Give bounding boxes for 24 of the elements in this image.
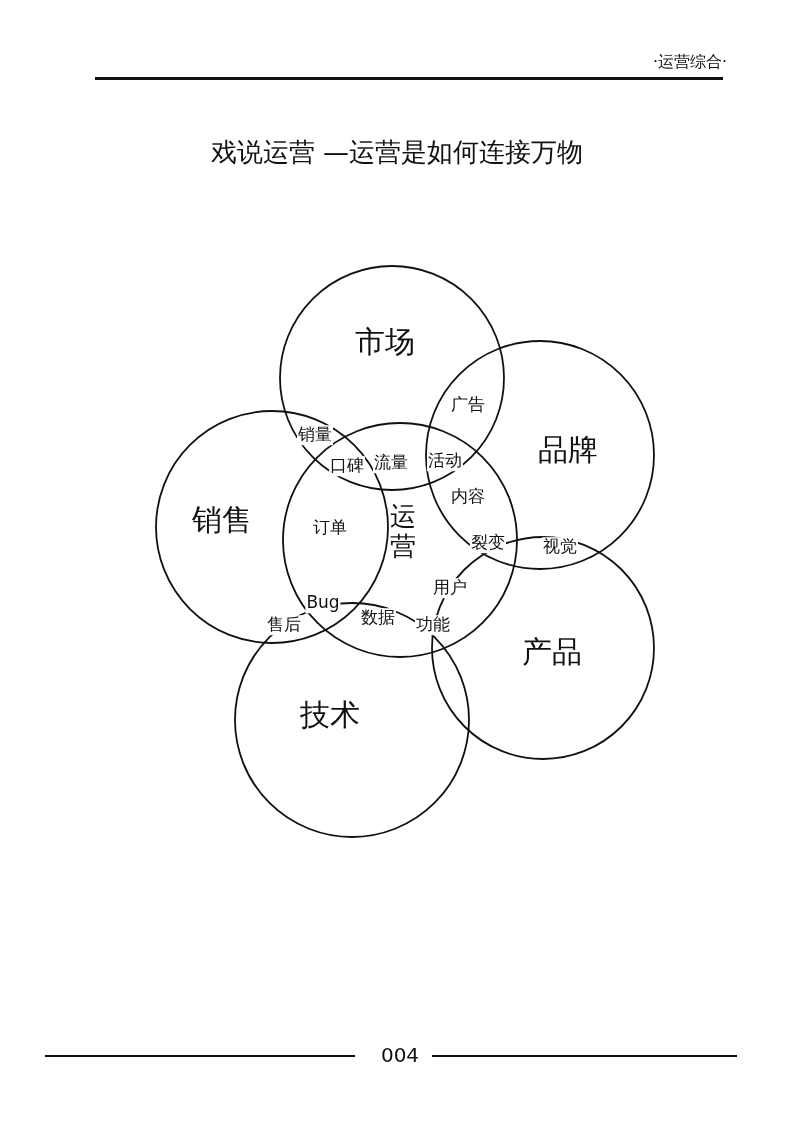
overlap-label: 数据 bbox=[360, 608, 396, 628]
circle-label: 运营 bbox=[389, 502, 417, 562]
circle-label: 市场 bbox=[355, 322, 415, 361]
overlap-label: 内容 bbox=[450, 487, 486, 507]
overlap-label: 用户 bbox=[432, 578, 468, 598]
title: 戏说运营 —运营是如何连接万物 bbox=[209, 136, 585, 169]
overlap-label: 订单 bbox=[312, 518, 348, 538]
header-text: ·运营综合· bbox=[651, 52, 729, 72]
overlap-label: Bug bbox=[305, 593, 341, 613]
overlap-label: 销量 bbox=[297, 425, 333, 445]
overlap-label: 售后 bbox=[266, 615, 302, 635]
overlap-label: 视觉 bbox=[542, 537, 578, 557]
circle-label: 销售 bbox=[192, 500, 252, 539]
overlap-label: 广告 bbox=[450, 395, 486, 415]
overlap-label: 裂变 bbox=[470, 533, 506, 553]
overlap-label: 流量 bbox=[373, 453, 409, 473]
overlap-label: 口碑 bbox=[329, 456, 365, 476]
circle-label: 品牌 bbox=[538, 430, 598, 469]
venn-circle bbox=[425, 340, 655, 570]
circle-label: 技术 bbox=[300, 695, 360, 734]
circle-label: 产品 bbox=[522, 632, 582, 671]
overlap-label: 功能 bbox=[415, 615, 451, 635]
overlap-label: 活动 bbox=[427, 451, 463, 471]
venn-circle bbox=[282, 422, 518, 658]
